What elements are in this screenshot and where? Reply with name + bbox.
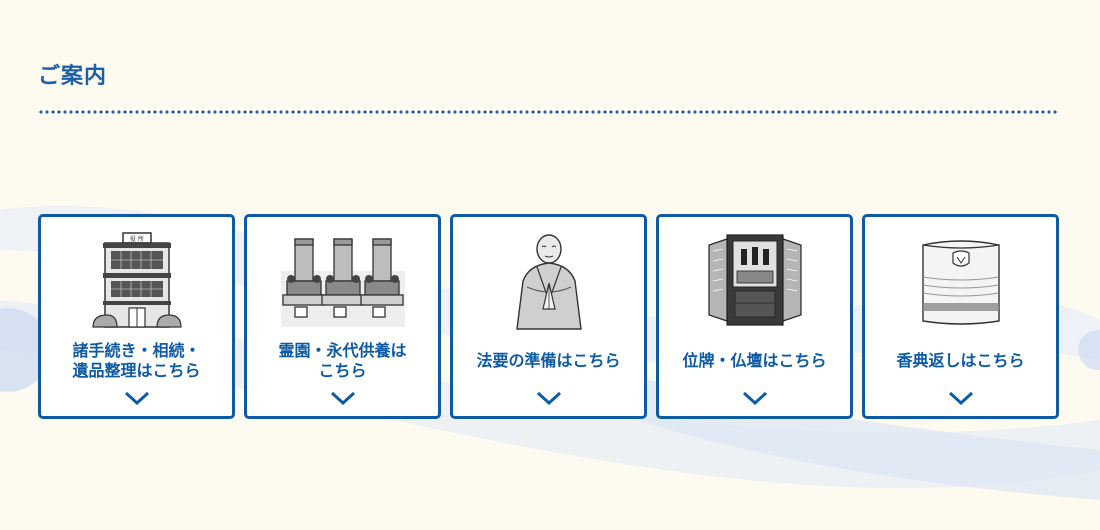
card-label: 諸手続き・相続・ 遺品整理はこちら bbox=[72, 341, 201, 380]
chevron-down-icon bbox=[330, 391, 355, 406]
dotted-divider bbox=[38, 110, 1058, 114]
illustration: 役 所 bbox=[41, 231, 232, 335]
butsudan-icon bbox=[707, 234, 802, 326]
card-kouden-return[interactable]: 香典返しはこちら bbox=[862, 214, 1059, 419]
chevron-down-icon bbox=[948, 391, 973, 406]
chevron-down-icon bbox=[124, 391, 149, 406]
section-title: ご案内 bbox=[38, 64, 108, 89]
guide-cards: 役 所 諸手続き・相 bbox=[38, 214, 1059, 419]
card-label: 法要の準備はこちら bbox=[476, 351, 621, 370]
graves-icon bbox=[280, 238, 405, 327]
card-label: 香典返しはこちら bbox=[896, 351, 1025, 370]
illustration bbox=[453, 231, 644, 335]
card-butsudan[interactable]: 位牌・仏壇はこちら bbox=[656, 214, 853, 419]
government-building-icon: 役 所 bbox=[91, 232, 182, 328]
illustration bbox=[865, 231, 1056, 335]
chevron-down-icon bbox=[536, 391, 561, 406]
monk-icon bbox=[515, 234, 582, 330]
card-label: 霊園・永代供養は こちら bbox=[278, 341, 407, 380]
card-procedures[interactable]: 役 所 諸手続き・相 bbox=[38, 214, 235, 419]
card-label: 位牌・仏壇はこちら bbox=[682, 351, 827, 370]
illustration bbox=[247, 231, 438, 335]
card-cemetery[interactable]: 霊園・永代供養は こちら bbox=[244, 214, 441, 419]
svg-text:役 所: 役 所 bbox=[130, 235, 144, 243]
gift-box-icon bbox=[921, 240, 1000, 325]
illustration bbox=[659, 231, 850, 335]
card-memorial-service[interactable]: 法要の準備はこちら bbox=[450, 214, 647, 419]
chevron-down-icon bbox=[742, 391, 767, 406]
